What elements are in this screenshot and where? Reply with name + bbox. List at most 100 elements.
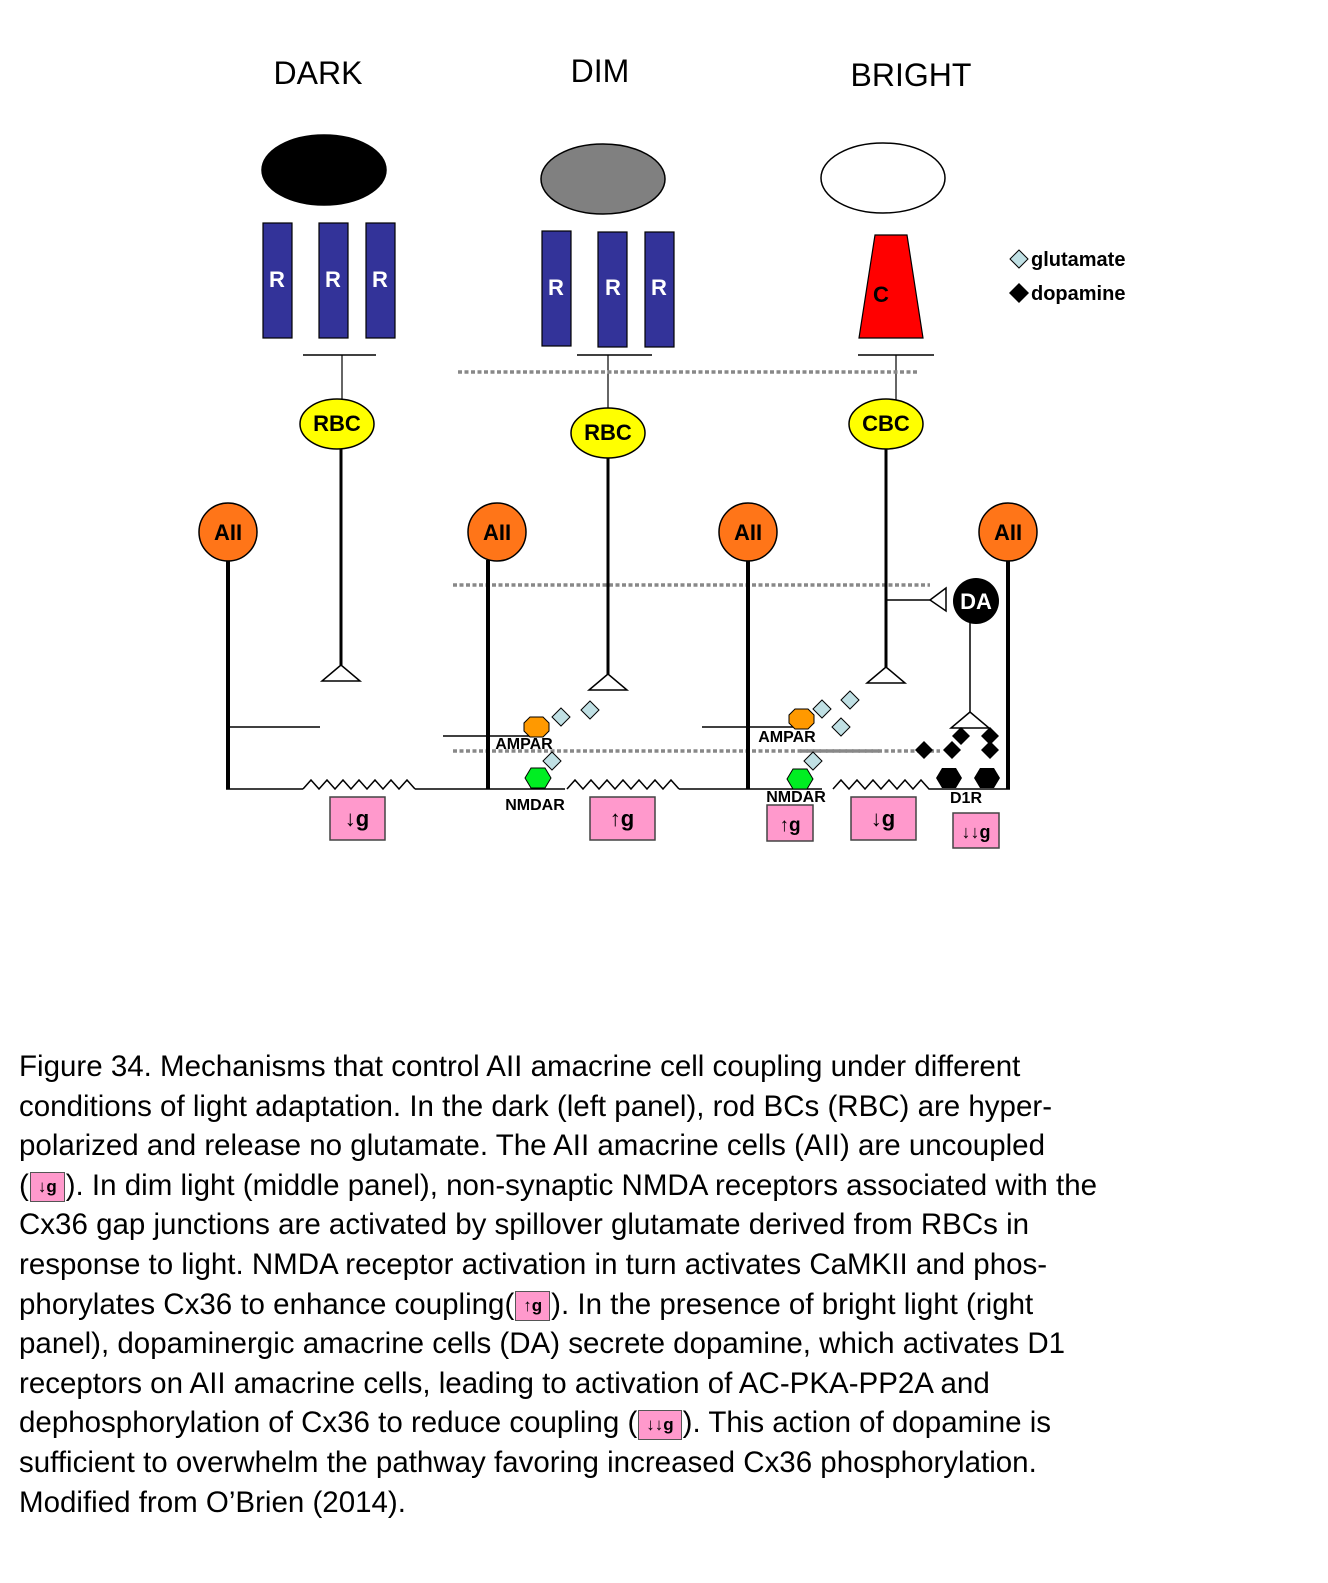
caption-line: sufficient to overwhelm the pathway favo…: [19, 1445, 1037, 1479]
rod: [541, 230, 572, 347]
cbc-body: [848, 398, 924, 450]
nmdar-label: NMDAR: [505, 797, 565, 814]
cone-label: C: [873, 282, 889, 307]
rod: [262, 222, 293, 339]
conductance-label: ↓g: [345, 806, 369, 831]
bipolar-cell-bright: CBC: [848, 398, 924, 450]
aii-soma: [978, 502, 1038, 562]
dopamine-legend-icon: [1009, 283, 1029, 303]
stimulus-dim: [540, 143, 666, 215]
nmdar-label: NMDAR: [766, 789, 826, 806]
rod: [597, 231, 628, 348]
panel-title-dark: DARK: [274, 55, 363, 91]
rod-label: R: [372, 267, 388, 292]
aii-label: AII: [994, 520, 1022, 545]
bipolar-cell-dim: RBC: [570, 407, 646, 459]
nmdar-receptor: [524, 767, 552, 789]
caption-line: phorylates Cx36 to enhance coupling(↑g).…: [19, 1285, 1319, 1325]
conductance-box-bright-gj: ↓g: [850, 796, 917, 841]
rbc-body: [570, 407, 646, 459]
rbc-body: [299, 398, 375, 450]
glutamate-molecule: [831, 717, 851, 737]
stimulus-dark: [261, 134, 387, 206]
da-label: DA: [960, 589, 992, 614]
conductance-box-dark: ↓g: [329, 796, 386, 841]
aii-soma: [467, 502, 527, 562]
rod-label: R: [605, 275, 621, 300]
ampar-receptor: [523, 716, 550, 738]
figure-caption: Figure 34. Mechanisms that control AII a…: [19, 1047, 1319, 1522]
caption-text: ). In the presence of bright light (righ…: [551, 1287, 1034, 1321]
d1r-label: D1R: [950, 790, 982, 807]
glutamate-molecule: [542, 751, 562, 771]
bipolar-cell-dark: RBC: [299, 398, 375, 450]
rod: [644, 231, 675, 348]
caption-line: (↓g). In dim light (middle panel), non-s…: [19, 1166, 1319, 1206]
dopamine-molecule: [952, 727, 970, 745]
aii-cell-1: AII: [198, 502, 258, 562]
conductance-box: [589, 796, 656, 841]
aii-label: AII: [214, 520, 242, 545]
aii-cell-2: AII: [467, 502, 527, 562]
glutamate-molecule: [803, 751, 823, 771]
cone-bright: C: [858, 234, 924, 339]
da-amacrine-cell: DA: [948, 578, 999, 729]
dopamine-molecule: [915, 741, 933, 759]
aii-cell-3: AII: [718, 502, 778, 562]
cbc-label: CBC: [862, 411, 910, 436]
glutamate-molecule: [580, 700, 600, 720]
conductance-label: ↑g: [779, 815, 800, 836]
rod: [318, 222, 349, 339]
cbc-da-synapse-terminal: [928, 586, 947, 613]
gap-junction-bright: [832, 778, 937, 791]
aii-network-line: [226, 778, 1010, 791]
conductance-label: ↓g: [871, 806, 895, 831]
bipolar-terminal: [319, 664, 363, 682]
caption-line: receptors on AII amacrine cells, leading…: [19, 1366, 990, 1400]
da-soma: [953, 578, 999, 624]
glutamate-molecule: [812, 699, 832, 719]
caption-line: panel), dopaminergic amacrine cells (DA)…: [19, 1327, 1066, 1361]
cone: [858, 234, 924, 339]
caption-line: dephosphorylation of Cx36 to reduce coup…: [19, 1403, 1319, 1443]
caption-text: ). In dim light (middle panel), non-syna…: [65, 1168, 1098, 1202]
da-terminal: [948, 711, 992, 729]
conductance-label: ↓↓g: [962, 822, 991, 842]
dopamine-molecule: [943, 741, 961, 759]
caption-line: response to light. NMDA receptor activat…: [19, 1247, 1048, 1281]
aii-soma: [198, 502, 258, 562]
caption-line: Cx36 gap junctions are activated by spil…: [19, 1208, 1030, 1242]
bipolar-terminal: [586, 673, 630, 691]
conductance-box-bright-d1r: ↓↓g: [952, 812, 1000, 849]
stimulus-bright: [820, 142, 946, 214]
legend-label-glutamate: glutamate: [1031, 249, 1125, 271]
caption-text: (: [19, 1168, 29, 1202]
aii-label: AII: [483, 520, 511, 545]
rod: [365, 222, 396, 339]
rod-label: R: [548, 275, 564, 300]
conductance-box-dim: ↑g: [589, 796, 656, 841]
caption-text: ). This action of dopamine is: [682, 1406, 1052, 1440]
gap-junction-dim: [566, 778, 680, 791]
ampar-label: AMPAR: [758, 729, 816, 746]
rod-group-dim: R R R: [541, 230, 675, 348]
bipolar-terminal: [864, 666, 908, 684]
panel-title-dim: DIM: [571, 53, 630, 89]
legend-label-dopamine: dopamine: [1031, 283, 1125, 305]
retina-circuit-diagram: DARK DIM BRIGHT R R R R R R C: [198, 53, 1125, 849]
dopamine-molecules: [915, 727, 999, 759]
glutamate-molecules: [542, 690, 860, 771]
conductance-box: [952, 812, 1000, 849]
rod-label: R: [651, 275, 667, 300]
dopamine-molecule: [981, 727, 999, 745]
legend: glutamate dopamine: [1009, 249, 1125, 305]
dopamine-molecule: [981, 741, 999, 759]
d1r-receptor: [974, 768, 1000, 788]
panel-title-bright: BRIGHT: [851, 57, 972, 93]
glutamate-molecule: [551, 707, 571, 727]
ampar-receptor: [788, 708, 815, 730]
ampar-label: AMPAR: [495, 736, 553, 753]
caption-line: conditions of light adaptation. In the d…: [19, 1089, 1053, 1123]
aii-cell-4: AII: [978, 502, 1038, 562]
rbc-label: RBC: [313, 411, 361, 436]
